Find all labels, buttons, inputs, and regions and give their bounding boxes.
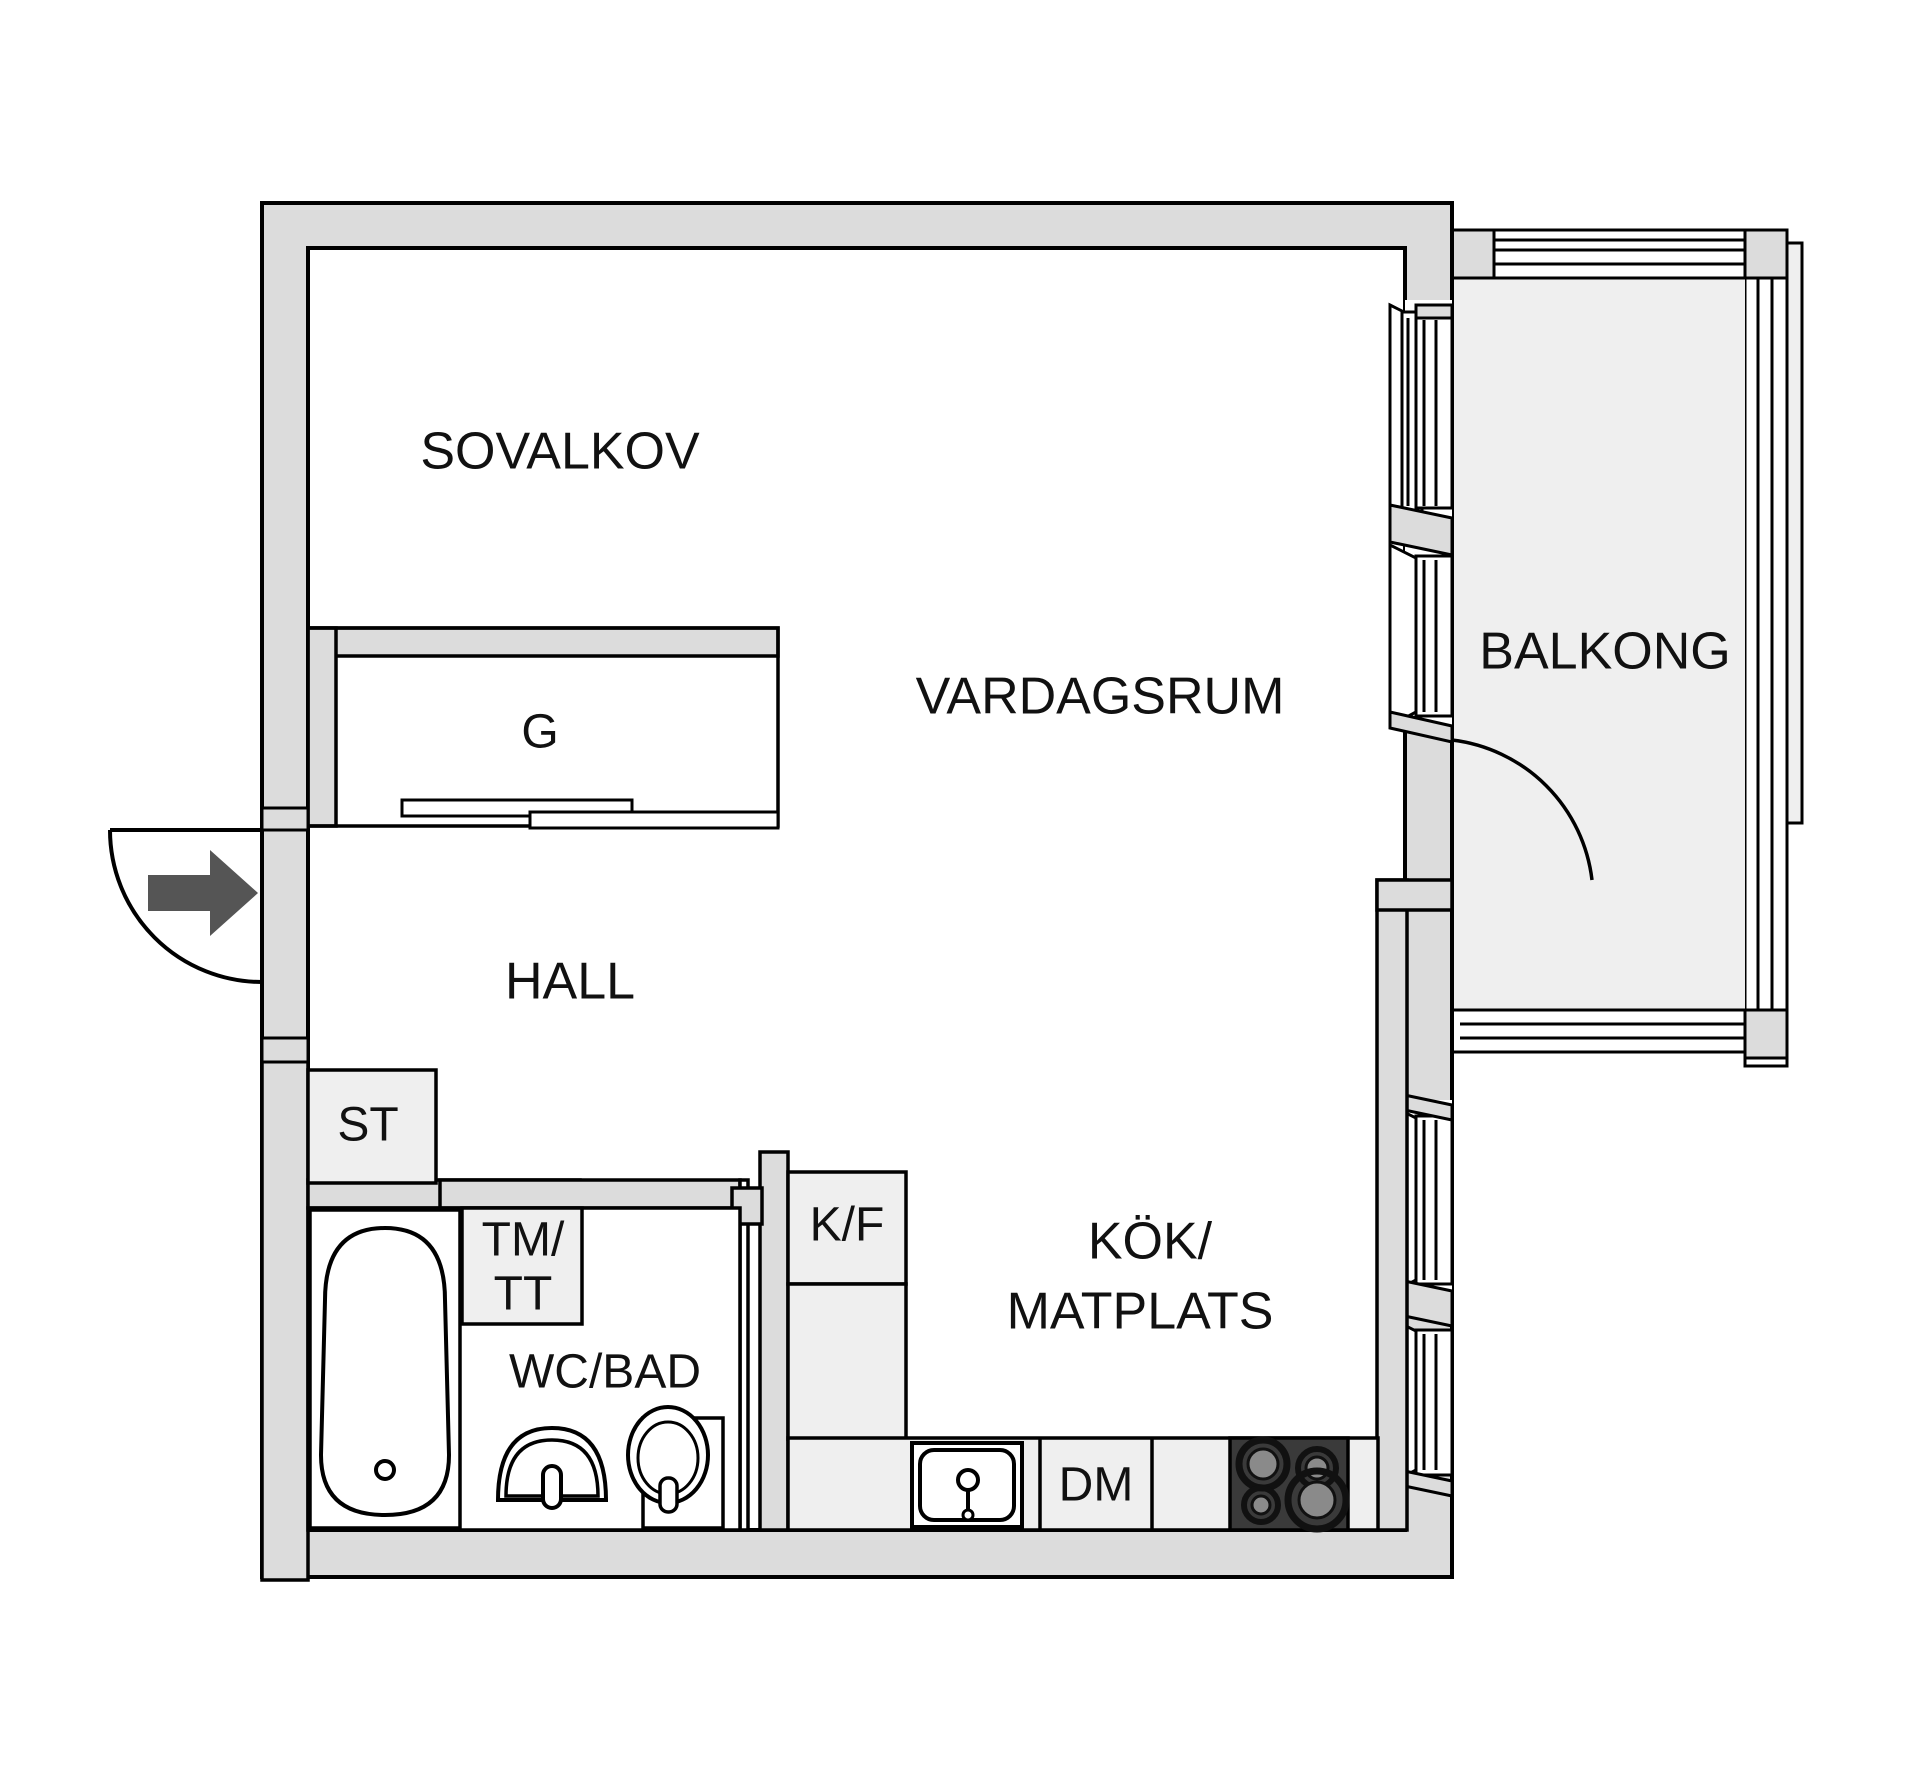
- label-kyl-frys: K/F: [810, 1199, 885, 1252]
- label-torktumlare: TT: [494, 1268, 553, 1321]
- wall-wardrobe-left: [306, 626, 338, 828]
- bathtub-basin: [318, 1225, 452, 1518]
- label-hall: HALL: [505, 953, 635, 1011]
- label-diskmaskin: DM: [1059, 1459, 1134, 1512]
- wall-kitchen-right: [1375, 878, 1409, 1532]
- burner-bottom-left-ring: [1241, 1485, 1281, 1525]
- wardrobe-sliding-door: [400, 798, 780, 830]
- room-labels: SOVALKOV VARDAGSRUM BALKONG HALL WC/BAD …: [420, 423, 1730, 1399]
- window-2: [1388, 542, 1454, 744]
- burner-bottom-right: [1297, 1480, 1337, 1520]
- label-kok: KÖK/: [1088, 1213, 1213, 1271]
- window-1: [1388, 302, 1454, 521]
- entrance-door: [108, 806, 310, 1064]
- label-matplats: MATPLATS: [1007, 1283, 1274, 1341]
- kitchen-group: [786, 1170, 1380, 1533]
- label-st: ST: [337, 1099, 398, 1152]
- balcony-post-bottom-right: [1743, 1008, 1789, 1060]
- interior-walls: [260, 626, 1454, 1582]
- kf-box: [786, 1170, 908, 1286]
- label-vardagsrum: VARDAGSRUM: [916, 668, 1285, 726]
- washbasin-icon: [495, 1425, 609, 1510]
- burner-top-left: [1246, 1447, 1280, 1481]
- label-balkong: BALKONG: [1479, 623, 1730, 681]
- wall-bathroom-top-right: [438, 1178, 742, 1210]
- entrance-arrow-icon: [148, 850, 258, 936]
- label-wc-bad: WC/BAD: [509, 1346, 701, 1399]
- wall-left-lower: [260, 1058, 310, 1582]
- tm-tt-box: [460, 1206, 584, 1326]
- balcony-railing-bottom: [1450, 1008, 1784, 1054]
- fixture-labels: G ST TM/ TT K/F DM: [337, 706, 1133, 1512]
- sink-drain: [961, 1508, 975, 1522]
- balcony-group: [1450, 228, 1804, 1068]
- wall-kitchen-stub: [730, 1186, 764, 1226]
- wall-sovalkov-bottom: [306, 626, 780, 658]
- balcony-railing-top: [1450, 228, 1784, 280]
- label-garderob: G: [521, 706, 558, 759]
- balcony-floor-fill: [1452, 278, 1745, 1010]
- kitchen-tall-cabinet: [786, 1282, 908, 1441]
- label-tvattmaskin: TM/: [482, 1214, 565, 1267]
- balcony-railing-right: [1743, 234, 1789, 1068]
- wall-kitchen-right-top: [1375, 878, 1454, 912]
- st-box: [306, 1068, 438, 1185]
- bathtub-drain: [374, 1459, 396, 1481]
- entrance-jamb-top: [260, 806, 310, 832]
- entrance-jamb-bottom: [260, 1036, 310, 1064]
- sink-tap: [956, 1468, 980, 1492]
- balcony-door-arc: [1451, 738, 1594, 881]
- balcony-post-top-left: [1450, 228, 1496, 280]
- toilet-flush: [658, 1476, 679, 1514]
- washbasin-tap: [541, 1464, 563, 1510]
- window-3: [1388, 1090, 1454, 1297]
- bathroom-group: [306, 1206, 742, 1532]
- wall-kitchen-partition: [758, 1150, 790, 1532]
- kitchen-sink-icon: [910, 1441, 1024, 1529]
- fixture-st: [306, 1068, 438, 1185]
- wardrobe-door-panel-2: [528, 810, 780, 830]
- balcony-door-swing: [1450, 738, 1594, 881]
- balcony-post-top-right: [1743, 228, 1789, 280]
- burner-bottom-left: [1250, 1494, 1272, 1516]
- bathtub-icon: [308, 1208, 462, 1530]
- toilet-icon: [626, 1405, 725, 1530]
- label-sovalkov: SOVALKOV: [420, 423, 700, 481]
- fixture-tm-tt: [460, 1206, 584, 1326]
- burner-bottom-right-ring: [1284, 1467, 1350, 1533]
- stove-icon: [1228, 1436, 1350, 1533]
